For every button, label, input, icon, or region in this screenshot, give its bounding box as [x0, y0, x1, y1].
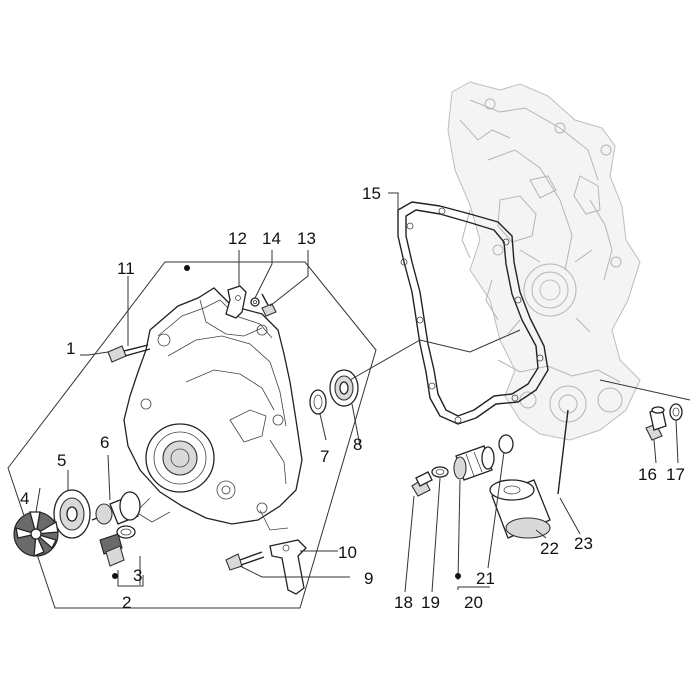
cover-bolt — [107, 344, 151, 363]
callout-17: 17 — [666, 465, 685, 484]
callout-23: 23 — [574, 534, 593, 553]
side-cover-housing — [123, 287, 303, 531]
bearing — [329, 369, 359, 407]
callout-11: 11 — [117, 259, 135, 278]
callout-labels: 1 2 3 4 5 6 7 8 9 10 11 12 13 14 15 16 1… — [20, 184, 685, 612]
cover-gasket — [397, 201, 549, 425]
reference-dots — [112, 265, 461, 579]
callout-6: 6 — [100, 433, 109, 452]
pump-seal — [53, 489, 91, 539]
leader-lines — [35, 192, 691, 593]
sensor-washer — [669, 403, 683, 421]
plug-kit-dot — [112, 573, 118, 579]
callout-21: 21 — [476, 569, 495, 588]
callout-3: 3 — [133, 566, 142, 585]
water-pump-impeller — [13, 511, 59, 557]
oil-seal — [309, 389, 327, 415]
bracket-screw — [261, 293, 277, 317]
callout-15: 15 — [362, 184, 381, 203]
bracket-washer — [250, 297, 260, 307]
callout-18: 18 — [394, 593, 413, 612]
callout-22: 22 — [540, 539, 559, 558]
callout-14: 14 — [262, 229, 281, 248]
oil-strainer — [453, 445, 495, 481]
callout-7: 7 — [320, 447, 329, 466]
callout-13: 13 — [297, 229, 316, 248]
callout-12: 12 — [228, 229, 247, 248]
callout-1: 1 — [66, 339, 75, 358]
callout-9: 9 — [364, 569, 373, 588]
drain-plug-o-ring — [116, 525, 136, 539]
callout-8: 8 — [353, 435, 362, 454]
cable-bracket — [225, 285, 247, 319]
strainer-kit-dot — [455, 573, 461, 579]
oil-pressure-sensor — [645, 406, 667, 441]
filter-drain-plug — [411, 471, 433, 497]
pump-shaft — [91, 491, 141, 525]
bracket-bolt — [225, 551, 265, 571]
kit-dot — [184, 265, 190, 271]
callout-16: 16 — [638, 465, 657, 484]
drain-plug — [99, 533, 125, 567]
filter-union — [557, 409, 569, 495]
callout-20: 20 — [464, 593, 483, 612]
callout-2: 2 — [122, 593, 131, 612]
kit-frame-outline — [7, 261, 377, 609]
filter-o-ring — [431, 466, 449, 478]
callout-4: 4 — [20, 489, 29, 508]
callout-10: 10 — [338, 543, 357, 562]
engine-crankcase-ghost — [447, 81, 641, 441]
callout-19: 19 — [421, 593, 440, 612]
strainer-o-ring — [498, 434, 514, 454]
support-bracket — [269, 539, 307, 595]
callout-5: 5 — [57, 451, 66, 470]
